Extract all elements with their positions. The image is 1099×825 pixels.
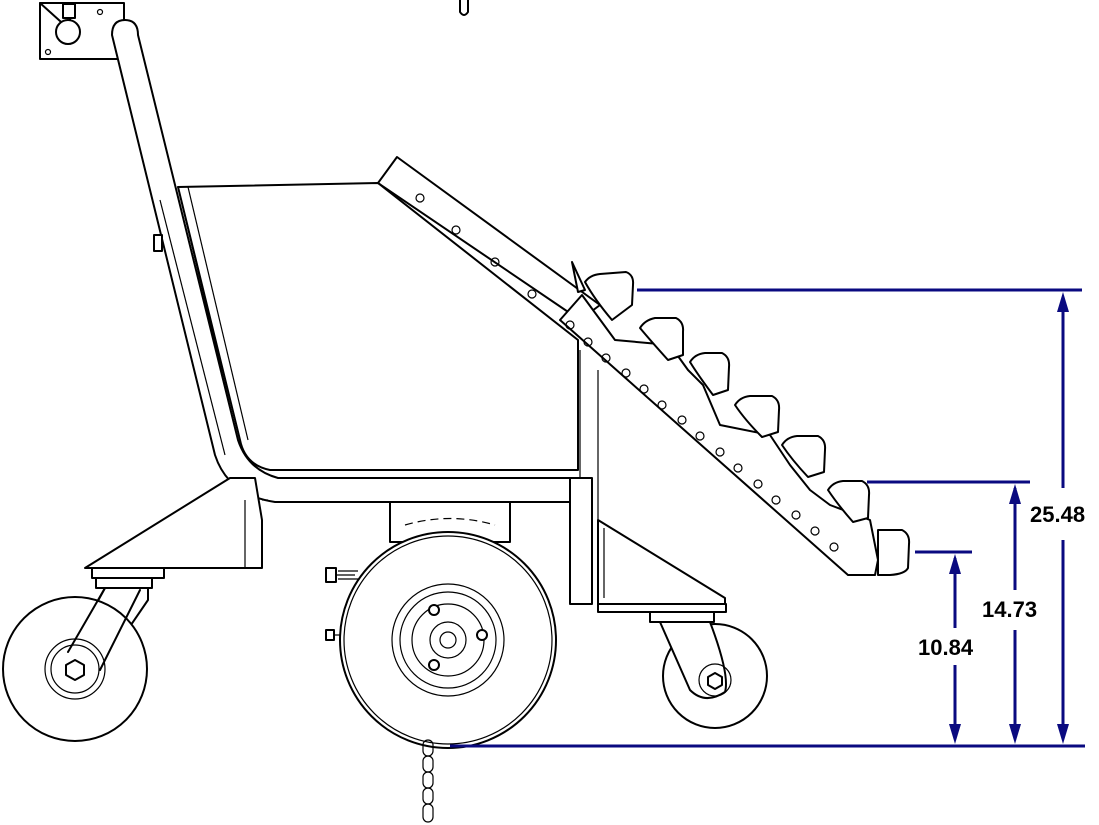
lowest-step-dimension	[949, 554, 961, 744]
handle-mount-bracket	[39, 2, 125, 60]
middle-step-height-label: 14.73	[982, 597, 1037, 622]
overall-height-label: 25.48	[1030, 502, 1085, 527]
front-caster-wheel	[659, 621, 768, 729]
top-chain-link	[459, 0, 469, 16]
cart-body	[153, 182, 579, 471]
step-ladder	[559, 261, 879, 576]
center-wheel-assembly	[325, 501, 557, 749]
lowest-step-height-label: 10.84	[918, 635, 974, 660]
middle-step-dimension	[1009, 484, 1021, 744]
rear-outrigger	[84, 477, 268, 589]
bottom-chain	[422, 739, 434, 823]
front-frame	[569, 350, 727, 623]
step-ladder-holes	[565, 320, 839, 552]
step-pads	[584, 271, 911, 576]
rear-caster-wheel	[2, 587, 149, 742]
overall-height-dimension	[1057, 292, 1069, 744]
dimension-annotations: 25.48 14.73 10.84	[450, 288, 1085, 748]
